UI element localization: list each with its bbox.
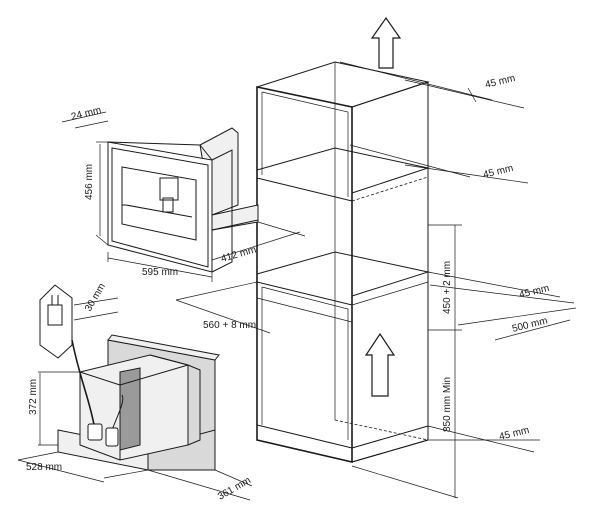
airflow-up-arrow-middle: [364, 332, 396, 397]
label-850mm: 850 mm Min: [442, 377, 453, 432]
airflow-up-arrow-top: [370, 16, 402, 69]
label-450mm: 450 + 2 mm: [442, 261, 453, 314]
label-560mm: 560 + 8 mm: [203, 320, 256, 331]
label-595mm: 595 mm: [142, 267, 178, 278]
label-528mm: 528 mm: [26, 462, 62, 473]
machine-dimensions: [61, 111, 306, 282]
rear-dimensions: [17, 297, 253, 501]
label-500mm: 500 mm: [511, 315, 549, 334]
coffee-machine-rear-view: [39, 284, 220, 471]
label-361mm: 361 mm: [216, 475, 253, 503]
label-45mm-mid: 45 mm: [482, 163, 514, 181]
label-372mm: 372 mm: [28, 379, 39, 415]
label-24mm: 24 mm: [70, 105, 102, 123]
label-456mm: 456 mm: [84, 164, 95, 200]
label-45mm-top: 45 mm: [484, 73, 516, 91]
tall-cabinet: [256, 16, 430, 464]
label-412mm: 412 mm: [220, 244, 258, 265]
label-30mm: 30 mm: [83, 282, 108, 314]
cabinet-dimensions: [175, 61, 577, 499]
